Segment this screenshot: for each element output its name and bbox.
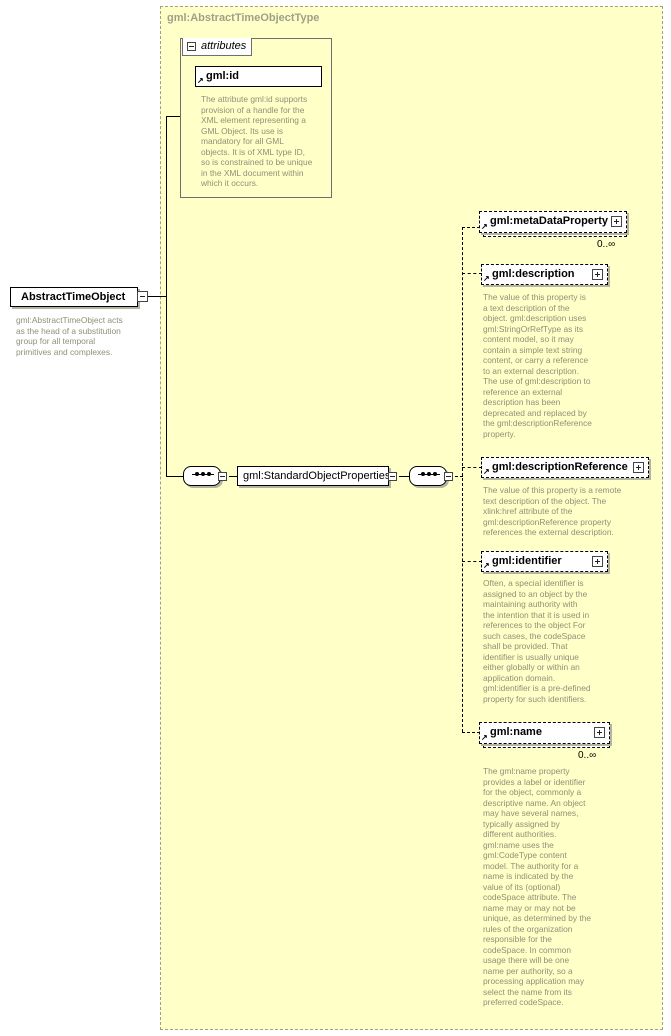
expand-icon[interactable] (592, 269, 603, 280)
attributes-label: attributes (201, 40, 247, 52)
element-name: gml:identifier (492, 555, 562, 567)
branch-metadataproperty (462, 227, 480, 228)
reference-arrow-icon: ↗ (197, 76, 204, 85)
element-name: gml:description (492, 268, 575, 280)
reference-arrow-icon: ↗ (481, 733, 488, 742)
cardinality-label: 0..∞ (597, 239, 616, 250)
element-name-gml[interactable]: gml:name ↗ (479, 722, 610, 744)
sequence-compositor[interactable] (183, 466, 221, 486)
attributes-connector (166, 116, 180, 117)
children-stem (455, 476, 463, 477)
sequence-dot (433, 472, 437, 476)
collapse-icon[interactable] (137, 291, 148, 302)
sequence-dot (195, 472, 199, 476)
sequence-dot (421, 472, 425, 476)
root-element-name: AbstractTimeObject (21, 291, 126, 303)
branch-identifier (462, 561, 482, 562)
root-connector (147, 296, 167, 297)
expand-icon[interactable] (633, 462, 644, 473)
complex-type-title: gml:AbstractTimeObjectType (167, 12, 320, 24)
complex-type-box (160, 6, 663, 1030)
inner-sequence-connector (399, 476, 410, 477)
group-name: gml:StandardObjectProperties (243, 470, 391, 482)
collapse-icon[interactable] (444, 472, 453, 481)
element-name: gml:descriptionReference (492, 461, 628, 473)
attributes-group (180, 38, 332, 198)
reference-arrow-icon: ↗ (483, 467, 490, 476)
group-standardobjectproperties[interactable]: gml:StandardObjectProperties (237, 466, 391, 486)
attribute-gml-id[interactable]: gml:id ↗ (195, 66, 322, 87)
branch-descriptionreference (462, 467, 482, 468)
expand-icon[interactable] (611, 216, 622, 227)
sequence-compositor-inner[interactable] (409, 466, 447, 486)
cardinality-label: 0..∞ (578, 750, 597, 761)
element-identifier[interactable]: gml:identifier ↗ (481, 551, 608, 572)
sequence-dot (427, 472, 431, 476)
expand-icon[interactable] (594, 727, 605, 738)
collapse-icon[interactable] (218, 472, 227, 481)
element-descriptionreference[interactable]: gml:descriptionReference ↗ (481, 457, 649, 478)
main-branch-line (166, 116, 167, 477)
element-description[interactable]: gml:description ↗ (481, 264, 608, 285)
sequence-dot (201, 472, 205, 476)
element-name: gml:name (490, 726, 542, 738)
reference-arrow-icon: ↗ (481, 222, 488, 231)
element-metadataproperty[interactable]: gml:metaDataProperty ↗ (479, 211, 627, 233)
attribute-name: gml:id (206, 70, 239, 82)
branch-description (462, 273, 482, 274)
sequence-connector (166, 476, 184, 477)
group-connector (229, 476, 237, 477)
collapse-icon[interactable] (187, 42, 196, 51)
children-branch-line (462, 227, 463, 732)
expand-icon[interactable] (592, 556, 603, 567)
root-element-box[interactable]: AbstractTimeObject (10, 287, 138, 307)
reference-arrow-icon: ↗ (483, 561, 490, 570)
element-name: gml:metaDataProperty (490, 215, 608, 227)
reference-arrow-icon: ↗ (483, 274, 490, 283)
branch-name (462, 732, 480, 733)
collapse-icon[interactable] (388, 472, 397, 481)
attributes-tab[interactable]: attributes (182, 38, 252, 56)
sequence-dot (207, 472, 211, 476)
